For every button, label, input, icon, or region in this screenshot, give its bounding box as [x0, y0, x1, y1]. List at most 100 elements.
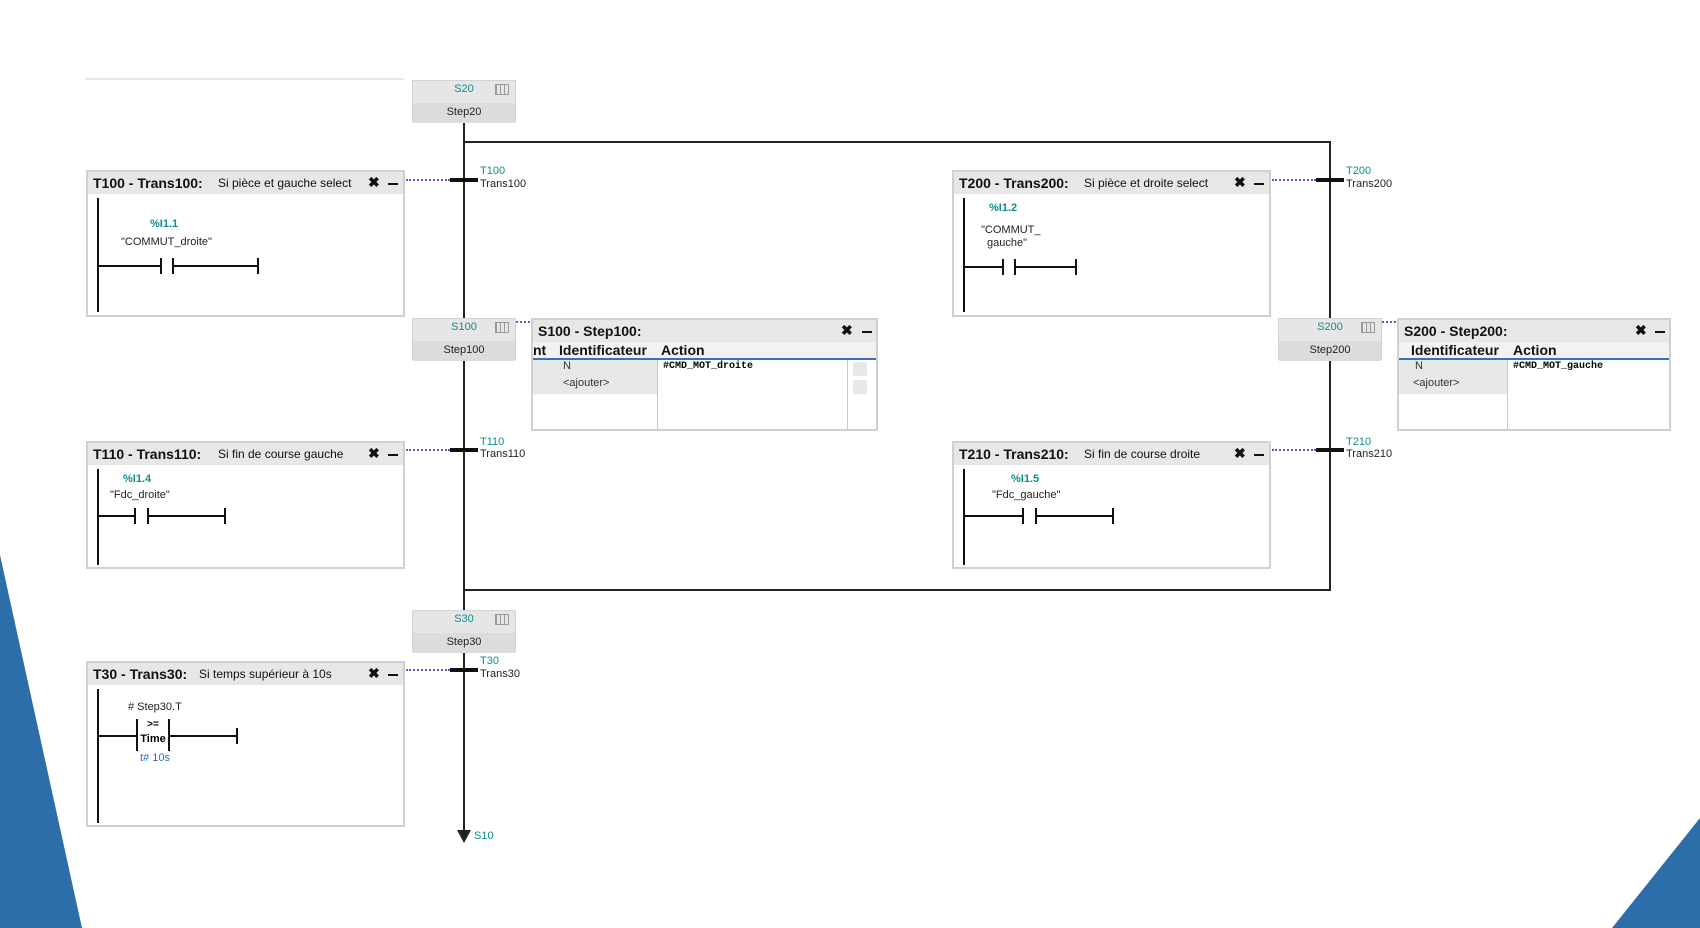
step-number: S30	[454, 613, 474, 625]
minimize-icon[interactable]	[862, 331, 872, 333]
action-value[interactable]: #CMD_MOT_droite	[663, 361, 754, 372]
expand-icon[interactable]: ✖	[368, 445, 380, 461]
column-header-identifier[interactable]: Identificateur	[559, 342, 647, 358]
step-name: Step30	[413, 633, 515, 653]
panel-header: T30 - Trans30: Si temps supérieur à 10s …	[88, 663, 403, 685]
contact-tag[interactable]: "Fdc_gauche"	[992, 489, 1061, 501]
transition-link	[406, 179, 450, 181]
action-panel-s200[interactable]: S200 - Step200: ✖ Identificateur Action …	[1397, 318, 1671, 431]
expand-icon[interactable]: ✖	[1635, 322, 1647, 338]
expand-icon[interactable]: ✖	[368, 665, 380, 681]
minimize-icon[interactable]	[1655, 331, 1665, 333]
contact-left-bar[interactable]	[134, 508, 136, 524]
wire-end	[224, 508, 226, 524]
contact-address: %I1.1	[150, 218, 179, 230]
minimize-icon[interactable]	[1254, 183, 1264, 185]
compare-value[interactable]: t# 10s	[140, 752, 170, 764]
contact-tag-line1[interactable]: "COMMUT_	[981, 224, 1041, 236]
step-table-icon[interactable]	[1361, 322, 1375, 333]
transition-panel-t210[interactable]: T210 - Trans210: Si fin de course droite…	[952, 441, 1271, 569]
action-link	[516, 321, 530, 323]
scroll-cell[interactable]	[853, 362, 867, 376]
panel-title: T30 - Trans30:	[93, 666, 188, 682]
contact-tag[interactable]: "Fdc_droite"	[110, 489, 170, 501]
wire-end	[236, 728, 238, 744]
column-header-identifier[interactable]: Identificateur	[1411, 342, 1499, 358]
action-qualifier[interactable]: N	[1415, 360, 1423, 372]
minimize-icon[interactable]	[388, 454, 398, 456]
wire	[1015, 266, 1075, 268]
panel-header: T200 - Trans200: Si pièce et droite sele…	[954, 172, 1269, 194]
action-panel-s100[interactable]: S100 - Step100: ✖ nt Identificateur Acti…	[531, 318, 878, 431]
right-branch-line	[1329, 141, 1331, 591]
transition-name: Trans200	[1346, 178, 1393, 190]
power-rail	[97, 689, 99, 823]
contact-address: %I1.5	[1011, 473, 1040, 485]
column-separator	[1507, 360, 1508, 429]
contact-tag-line2[interactable]: gauche"	[987, 237, 1027, 249]
contact-left-bar[interactable]	[1022, 508, 1024, 524]
transition-number: T210	[1346, 436, 1372, 448]
panel-comment[interactable]: Si fin de course gauche	[218, 447, 344, 461]
jump-arrow-icon	[457, 830, 471, 843]
transition-number: T30	[480, 655, 499, 667]
expand-icon[interactable]: ✖	[1234, 445, 1246, 461]
step-name: Step100	[413, 341, 515, 361]
transition-t30-bar[interactable]	[450, 668, 478, 672]
step-s100[interactable]: S100 Step100	[412, 318, 516, 361]
column-header-action[interactable]: Action	[1513, 342, 1557, 358]
qualifier-column	[1399, 360, 1507, 394]
compare-operand[interactable]: # Step30.T	[128, 701, 182, 713]
panel-comment[interactable]: Si temps supérieur à 10s	[199, 667, 332, 681]
panel-title: T100 - Trans100:	[93, 175, 203, 191]
action-value[interactable]: #CMD_MOT_gauche	[1513, 361, 1604, 372]
wire	[148, 515, 224, 517]
step-s20[interactable]: S20 Step20	[412, 80, 516, 123]
action-qualifier[interactable]: N	[563, 360, 571, 372]
transition-t200-bar[interactable]	[1316, 178, 1344, 182]
panel-comment[interactable]: Si fin de course droite	[1084, 447, 1201, 461]
transition-t110-bar[interactable]	[450, 448, 478, 452]
column-header-action[interactable]: Action	[661, 342, 705, 358]
transition-t210-bar[interactable]	[1316, 448, 1344, 452]
expand-icon[interactable]: ✖	[841, 322, 853, 338]
step-s30[interactable]: S30 Step30	[412, 610, 516, 653]
minimize-icon[interactable]	[388, 674, 398, 676]
transition-panel-t200[interactable]: T200 - Trans200: Si pièce et droite sele…	[952, 170, 1271, 317]
scroll-cell[interactable]	[853, 380, 867, 394]
power-rail	[97, 469, 99, 565]
transition-number: T200	[1346, 165, 1372, 177]
wire	[98, 265, 160, 267]
contact-left-bar[interactable]	[160, 258, 162, 274]
contact-left-bar[interactable]	[1002, 259, 1004, 275]
panel-comment[interactable]: Si pièce et droite select	[1084, 176, 1209, 190]
contact-tag[interactable]: "COMMUT_droite"	[121, 236, 212, 248]
expand-icon[interactable]: ✖	[368, 174, 380, 190]
right-corner-shape	[1612, 818, 1700, 928]
transition-t100-bar[interactable]	[450, 178, 478, 182]
expand-icon[interactable]: ✖	[1234, 174, 1246, 190]
add-action-row[interactable]: <ajouter>	[1413, 377, 1460, 389]
step-s200[interactable]: S200 Step200	[1278, 318, 1382, 361]
step-number: S100	[451, 321, 477, 333]
jump-target[interactable]: S10	[474, 830, 494, 842]
panel-title: S200 - Step200:	[1404, 323, 1508, 339]
step-table-icon[interactable]	[495, 614, 509, 625]
transition-panel-t100[interactable]: T100 - Trans100: Si pièce et gauche sele…	[86, 170, 405, 317]
step-table-icon[interactable]	[495, 322, 509, 333]
compare-box[interactable]: >= Time	[136, 719, 170, 751]
panel-comment[interactable]: Si pièce et gauche select	[218, 176, 352, 190]
transition-link	[406, 669, 450, 671]
column-separator	[847, 360, 848, 429]
wire	[170, 735, 236, 737]
panel-header: T110 - Trans110: Si fin de course gauche…	[88, 443, 403, 465]
branch-top-line	[463, 141, 1331, 143]
step-table-icon[interactable]	[495, 84, 509, 95]
minimize-icon[interactable]	[388, 183, 398, 185]
transition-panel-t30[interactable]: T30 - Trans30: Si temps supérieur à 10s …	[86, 661, 405, 827]
wire	[1036, 515, 1112, 517]
add-action-row[interactable]: <ajouter>	[563, 377, 610, 389]
minimize-icon[interactable]	[1254, 454, 1264, 456]
transition-panel-t110[interactable]: T110 - Trans110: Si fin de course gauche…	[86, 441, 405, 569]
